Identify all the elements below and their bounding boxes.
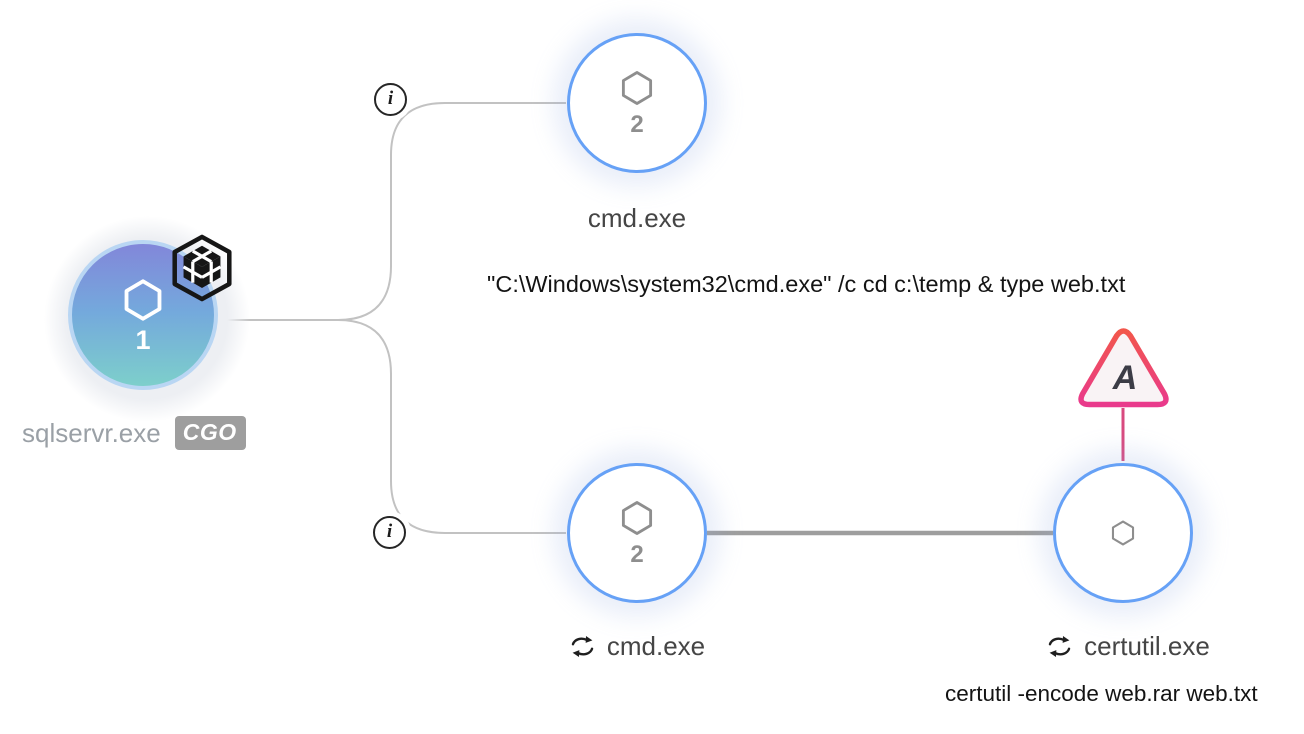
node-sqlservr-count: 1 bbox=[135, 324, 151, 355]
certutil-command-line: certutil -encode web.rar web.txt bbox=[945, 681, 1258, 706]
modules-cube-icon bbox=[172, 234, 232, 302]
node-sqlservr[interactable]: 1 bbox=[44, 216, 250, 422]
edge-root-to-cmd-top bbox=[337, 102, 566, 321]
node-cmd-bottom-label: cmd.exe bbox=[606, 631, 706, 661]
edge-root-to-cmd-bottom bbox=[337, 319, 566, 534]
node-sqlservr-label: sqlservr.exe bbox=[22, 417, 161, 448]
process-hexagon-icon bbox=[1111, 520, 1135, 546]
alert-triangle-icon[interactable]: A bbox=[1075, 325, 1172, 412]
alert-letter: A bbox=[1112, 359, 1138, 397]
repeat-cycle-icon bbox=[1048, 636, 1071, 657]
info-icon[interactable]: i bbox=[373, 516, 406, 549]
node-cmd-bottom[interactable]: 2 bbox=[567, 463, 707, 603]
process-hexagon-icon bbox=[621, 501, 653, 535]
node-cmd-bottom-count: 2 bbox=[630, 541, 644, 568]
process-hexagon-icon bbox=[621, 71, 653, 105]
node-cmd-bottom-label-row: cmd.exe bbox=[547, 631, 727, 662]
info-icon[interactable]: i bbox=[374, 83, 407, 116]
node-cmd-top-count: 2 bbox=[630, 111, 644, 138]
node-certutil-label: certutil.exe bbox=[1084, 631, 1210, 661]
process-hexagon-icon bbox=[124, 278, 162, 321]
repeat-cycle-icon bbox=[571, 636, 594, 657]
node-certutil[interactable] bbox=[1053, 463, 1193, 603]
node-sqlservr-label-row: sqlservr.exe CGO bbox=[22, 416, 252, 451]
info-icon-glyph: i bbox=[386, 521, 393, 542]
node-cmd-top[interactable]: 2 bbox=[567, 33, 707, 173]
node-cmd-top-label: cmd.exe bbox=[587, 203, 687, 233]
cmd-top-command-line: "C:\Windows\system32\cmd.exe" /c cd c:\t… bbox=[487, 271, 1126, 297]
info-icon-glyph: i bbox=[387, 88, 394, 109]
cgo-badge: CGO bbox=[174, 416, 246, 451]
node-certutil-label-row: certutil.exe bbox=[1018, 631, 1238, 662]
